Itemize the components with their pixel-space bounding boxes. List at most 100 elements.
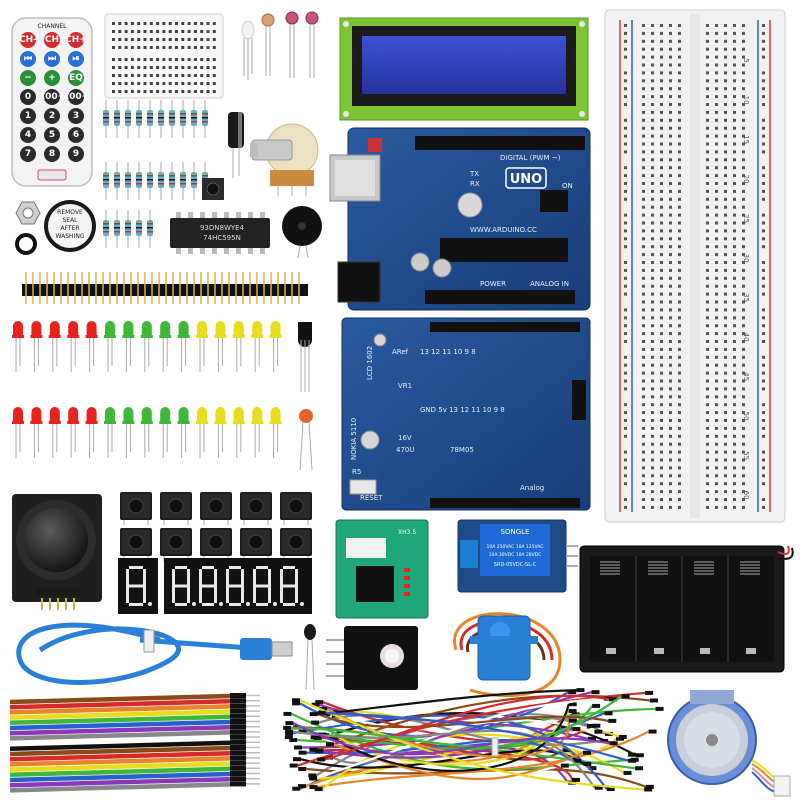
tactile-switch-small bbox=[202, 178, 224, 200]
resistor bbox=[169, 100, 175, 138]
push-button bbox=[240, 528, 272, 561]
rgb-led-module bbox=[326, 626, 418, 690]
remote-button-label: 7 bbox=[25, 149, 31, 159]
remote-button-label: 3 bbox=[73, 111, 79, 121]
shield-aux-label: GND 5v 13 12 11 10 9 8 bbox=[420, 406, 505, 414]
breadboard-row-label: 5 bbox=[742, 58, 750, 62]
remote-button-label: − bbox=[24, 73, 32, 83]
led bbox=[177, 321, 190, 372]
remote-button-label: 2 bbox=[49, 111, 55, 121]
push-button bbox=[280, 492, 312, 525]
remote-button: 6 bbox=[68, 127, 84, 143]
stepper-driver-board: XH3.5 bbox=[335, 519, 429, 619]
usb-cable bbox=[16, 622, 293, 685]
uno-power-label: POWER bbox=[480, 280, 506, 288]
led bbox=[159, 407, 172, 458]
led bbox=[104, 407, 116, 458]
led bbox=[269, 407, 282, 458]
remote-button-label: 4 bbox=[25, 130, 31, 140]
shield-pins-label: 13 12 11 10 9 8 bbox=[420, 348, 476, 356]
led bbox=[214, 407, 227, 458]
resistor bbox=[147, 100, 153, 138]
remote-button: ⏭ bbox=[44, 51, 60, 67]
remote-button-label: CH bbox=[45, 35, 59, 45]
seven-segment-quad bbox=[164, 558, 312, 614]
led bbox=[122, 407, 135, 458]
battery-holder bbox=[579, 545, 794, 673]
remote-button: CH bbox=[44, 32, 60, 48]
led bbox=[30, 321, 43, 372]
stepper-motor bbox=[667, 690, 791, 797]
buzzer-text-4: WASHING bbox=[56, 233, 85, 240]
uno-on-label: ON bbox=[562, 182, 573, 190]
led-rows bbox=[12, 320, 282, 458]
led bbox=[67, 407, 80, 458]
relay-line2: 10A 30VDC 10A 28VDC bbox=[489, 552, 542, 558]
shield-r5-label: R5 bbox=[352, 468, 361, 476]
remote-button: 0 bbox=[20, 89, 36, 105]
resistor bbox=[103, 210, 109, 248]
resistor bbox=[125, 162, 131, 200]
photoresistor-3 bbox=[305, 11, 319, 78]
push-button bbox=[160, 492, 192, 525]
seven-segment-single bbox=[118, 558, 158, 614]
remote-button-label: 5 bbox=[49, 130, 55, 140]
remote-button: + bbox=[44, 70, 60, 86]
led bbox=[251, 406, 264, 458]
ir-receiver bbox=[304, 624, 316, 691]
resistor bbox=[191, 162, 197, 200]
resistor bbox=[125, 100, 131, 138]
remote-button: CH- bbox=[19, 32, 37, 48]
remote-button-label: 9 bbox=[73, 149, 79, 159]
remote-button: EQ bbox=[68, 70, 84, 86]
led bbox=[140, 321, 153, 372]
relay-line3: SRD-05VDC-SL-C bbox=[494, 562, 537, 568]
shield-cap2-label: 470U bbox=[396, 446, 414, 454]
shield-reset-label: RESET bbox=[360, 494, 383, 502]
push-button bbox=[280, 528, 312, 561]
remote-header: CHANNEL bbox=[38, 23, 68, 30]
led bbox=[196, 407, 208, 458]
remote-button-label: 6 bbox=[73, 130, 79, 140]
ic-text-1: 93DN8WYE4 bbox=[200, 224, 245, 232]
push-button-grid bbox=[120, 492, 312, 561]
uno-model-label: UNO bbox=[510, 172, 543, 187]
resistor bbox=[136, 100, 142, 138]
breadboard-row-label: 60 bbox=[742, 491, 750, 500]
led bbox=[12, 407, 24, 458]
resistor bbox=[180, 100, 186, 138]
electrolytic-capacitor bbox=[228, 112, 244, 178]
led bbox=[67, 321, 80, 372]
remote-button-label: ⏭ bbox=[48, 54, 57, 64]
led bbox=[30, 407, 43, 458]
led bbox=[122, 321, 135, 372]
remote-button-label: 100+ bbox=[39, 92, 65, 102]
shield-analog-label: Analog bbox=[520, 484, 544, 492]
remote-button: ⏮ bbox=[20, 51, 36, 67]
mini-breadboard bbox=[104, 13, 224, 99]
resistor bbox=[136, 162, 142, 200]
prototype-shield: ARef 13 12 11 10 9 8 LCD 1602 NOKIA 5110… bbox=[341, 317, 591, 511]
breadboard-row-label: 45 bbox=[742, 372, 750, 381]
resistor bbox=[202, 100, 208, 138]
rgb-led-top bbox=[241, 20, 255, 80]
remote-button: 2 bbox=[44, 108, 60, 124]
uno-tx-label: TX bbox=[469, 170, 479, 178]
remote-button-label: CH- bbox=[19, 35, 37, 45]
resistor bbox=[169, 162, 175, 200]
remote-button-label: + bbox=[48, 73, 56, 83]
resistor-array bbox=[103, 100, 208, 248]
resistor bbox=[136, 210, 142, 248]
photoresistor-2 bbox=[285, 11, 299, 78]
remote-button: 3 bbox=[68, 108, 84, 124]
dupont-ribbon-cable bbox=[9, 693, 260, 793]
breadboard-row-label: 30 bbox=[742, 254, 750, 263]
led bbox=[85, 407, 98, 458]
breadboard-row-label: 35 bbox=[742, 293, 750, 302]
breadboard-row-label: 20 bbox=[742, 175, 750, 184]
resistor bbox=[125, 210, 131, 248]
